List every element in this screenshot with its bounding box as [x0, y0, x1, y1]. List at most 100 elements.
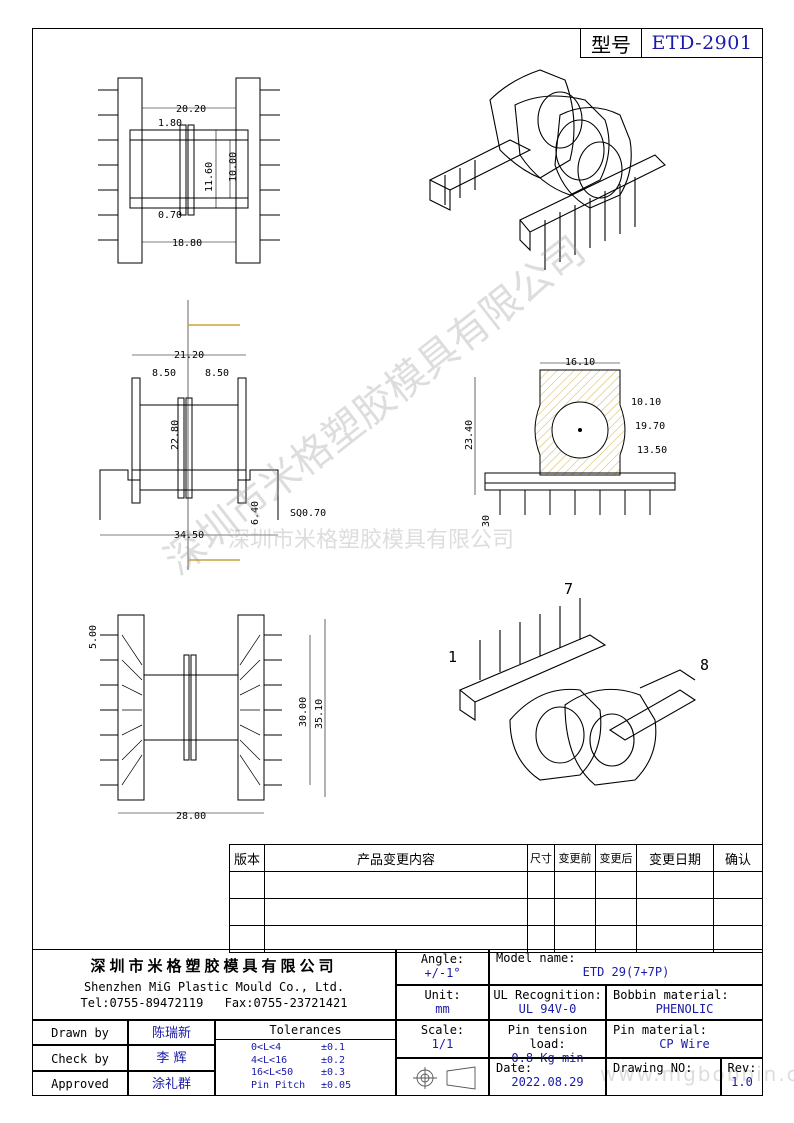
- company-contact: Tel:0755-89472119 Fax:0755-23721421: [33, 996, 395, 1010]
- front-view: 16.10 23.40 10.10 19.70 13.50 30: [464, 357, 676, 527]
- angle-value: +/-1°: [424, 966, 461, 980]
- scale-label: Scale:: [420, 1023, 465, 1037]
- front-dim-2: 23.40: [464, 420, 475, 450]
- tol-value-0: ±0.1: [321, 1042, 346, 1053]
- rev-header-version: 版本: [229, 844, 265, 872]
- rev-header-after: 变更后: [595, 844, 637, 872]
- iso-view-bottom: 7 1 8: [448, 580, 709, 786]
- side-dim-1: 21.20: [174, 350, 204, 361]
- unit-label: Unit:: [424, 988, 461, 1002]
- company-name-en: Shenzhen MiG Plastic Mould Co., Ltd.: [83, 980, 345, 994]
- bottom-dim-1: 5.00: [88, 625, 99, 649]
- drawn-by-label: Drawn by: [32, 1020, 128, 1045]
- company-fax: Fax:0755-23721421: [224, 996, 348, 1010]
- ul-value: UL 94V-0: [518, 1002, 577, 1016]
- bottom-dim-4: 28.00: [176, 811, 206, 822]
- front-dim-4: 19.70: [635, 421, 665, 432]
- company-tel: Tel:0755-89472119: [80, 996, 204, 1010]
- date-label: Date:: [496, 1061, 533, 1075]
- pin-label-8: 8: [700, 656, 709, 674]
- model-value: ETD-2901: [651, 32, 753, 54]
- side-dim-5: SQ0.70: [290, 508, 326, 519]
- approved-label: Approved: [32, 1071, 128, 1096]
- unit-cell: Unit: mm: [396, 985, 489, 1020]
- bottom-dim-2: 30.00: [298, 697, 309, 727]
- tol-value-1: ±0.2: [321, 1054, 346, 1066]
- side-dim-7: 34.50: [174, 530, 204, 541]
- rev-header-confirm: 确认: [713, 844, 763, 872]
- rev-label: Rev:: [727, 1061, 757, 1075]
- rev-value: 1.0: [731, 1075, 753, 1089]
- approved-value: 涂礼群: [128, 1071, 215, 1096]
- bottom-dim-3: 35.10: [314, 699, 325, 729]
- rev-header-before: 变更前: [554, 844, 596, 872]
- top-view: 20.20 1.80 11.60 10.00 0.70 18.80: [98, 77, 280, 264]
- rev-header-size: 尺寸: [527, 844, 555, 872]
- side-dim-3: 8.50: [205, 368, 229, 379]
- model-name-label: Model name:: [496, 951, 576, 965]
- rev-header-content: 产品变更内容: [264, 844, 528, 872]
- angle-cell: Angle: +/-1°: [396, 949, 489, 985]
- top-dim-6: 18.80: [172, 238, 202, 249]
- tol-range-0: 0<L<4: [251, 1042, 282, 1053]
- front-dim-5: 13.50: [637, 445, 667, 456]
- projection-symbol-icon: [413, 1066, 476, 1090]
- top-dim-3: 11.60: [204, 162, 215, 192]
- tolerances-label: Tolerances: [216, 1021, 395, 1040]
- tol-range-3: Pin Pitch: [251, 1079, 306, 1091]
- top-pins-right: [260, 89, 280, 241]
- tension-cell: Pin tension load: 0.8 Kg min: [489, 1020, 606, 1065]
- revision-table: 版本 产品变更内容 尺寸 变更前 变更后 变更日期 确认: [229, 844, 763, 953]
- right-flange: [235, 77, 261, 264]
- scale-cell: Scale: 1/1: [396, 1020, 489, 1058]
- model-label: 型号: [581, 29, 642, 57]
- front-dim-3: 10.10: [631, 397, 661, 408]
- drawing-no-label: Drawing NO:: [613, 1061, 693, 1075]
- date-cell: Date: 2022.08.29: [489, 1058, 606, 1096]
- company-name-cn: 深圳市米格塑胶模具有限公司: [90, 957, 338, 975]
- model-header: 型号 ETD-2901: [580, 28, 763, 58]
- side-view: 21.20 8.50 8.50 22.80 SQ0.70 6.40 34.50: [99, 300, 326, 570]
- bobbin-label: Bobbin material:: [613, 988, 729, 1002]
- tolerances-cell: Tolerances 0<L<4 ±0.1 4<L<16 ±0.2 16<L<50 ±…: [215, 1020, 396, 1096]
- projection-symbol-cell: [396, 1058, 489, 1096]
- drawn-by-value: 陈瑞新: [128, 1020, 215, 1045]
- watermark-url: www.mgbobbin.com: [600, 1062, 794, 1086]
- unit-value: mm: [435, 1002, 450, 1016]
- tol-value-3: ±0.05: [321, 1079, 352, 1091]
- top-dim-1: 20.20: [176, 104, 206, 115]
- side-dim-6: 6.40: [250, 501, 261, 525]
- scale-value: 1/1: [431, 1037, 454, 1051]
- tol-range-2: 16<L<50: [251, 1067, 294, 1078]
- table-row: [229, 925, 763, 953]
- check-by-label: Check by: [32, 1045, 128, 1071]
- side-dim-2: 8.50: [152, 368, 176, 379]
- table-row: [229, 871, 763, 899]
- pin-material-cell: Pin material: CP Wire: [606, 1020, 763, 1058]
- pin-material-value: CP Wire: [659, 1037, 710, 1051]
- rev-header-date: 变更日期: [636, 844, 714, 872]
- ul-label: UL Recognition:: [493, 988, 602, 1002]
- angle-label: Angle:: [420, 952, 465, 966]
- table-row: [229, 898, 763, 926]
- pin-material-label: Pin material:: [613, 1023, 707, 1037]
- bottom-view: 5.00 30.00 35.10 28.00: [88, 614, 326, 822]
- top-pins-left: [98, 89, 118, 241]
- front-dim-1: 16.10: [565, 357, 595, 368]
- rev-cell: Rev: 1.0: [721, 1058, 763, 1096]
- tol-range-1: 4<L<16: [251, 1054, 288, 1066]
- model-name-cell: Model name: ETD 29(7+7P): [489, 949, 763, 985]
- bobbin-material-cell: Bobbin material: PHENOLIC: [606, 985, 763, 1020]
- ul-cell: UL Recognition: UL 94V-0: [489, 985, 606, 1020]
- top-dim-5: 0.70: [158, 210, 182, 221]
- tension-label: Pin tension load:: [507, 1023, 588, 1051]
- drawing-no-cell: Drawing NO:: [606, 1058, 721, 1096]
- front-dim-6: 30: [481, 515, 492, 527]
- bobbin-value: PHENOLIC: [655, 1002, 714, 1016]
- pin-label-7: 7: [564, 580, 573, 598]
- side-dim-4: 22.80: [170, 420, 181, 450]
- model-name-value: ETD 29(7+7P): [582, 965, 670, 979]
- iso-view-top: [428, 69, 666, 270]
- top-dim-2: 1.80: [158, 118, 182, 129]
- company-cell: 深圳市米格塑胶模具有限公司 Shenzhen MiG Plastic Mould…: [32, 949, 396, 1020]
